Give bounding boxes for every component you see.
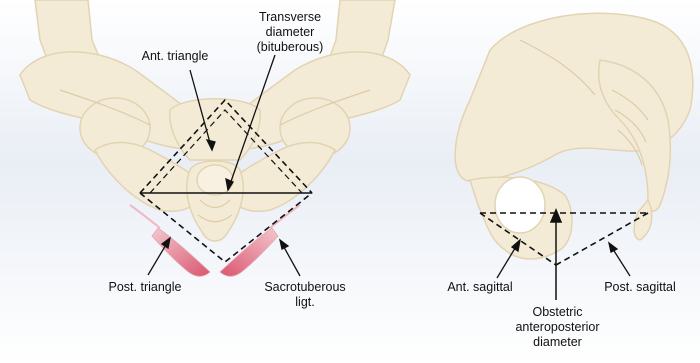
- obstetric-ap-diameter-label: Obstetric anteroposterior diameter: [500, 305, 615, 350]
- pubic-symphysis: [170, 99, 260, 160]
- ant-sagittal-label: Ant. sagittal: [430, 280, 530, 295]
- ant-triangle-label: Ant. triangle: [120, 49, 230, 64]
- obturator-foramen: [495, 177, 545, 233]
- transverse-diameter-label: Transverse diameter (bituberous): [240, 10, 340, 55]
- post-sagittal-label: Post. sagittal: [590, 280, 690, 295]
- sacrotuberous-label: Sacrotuberous ligt.: [250, 280, 360, 310]
- post-triangle-label: Post. triangle: [85, 280, 205, 295]
